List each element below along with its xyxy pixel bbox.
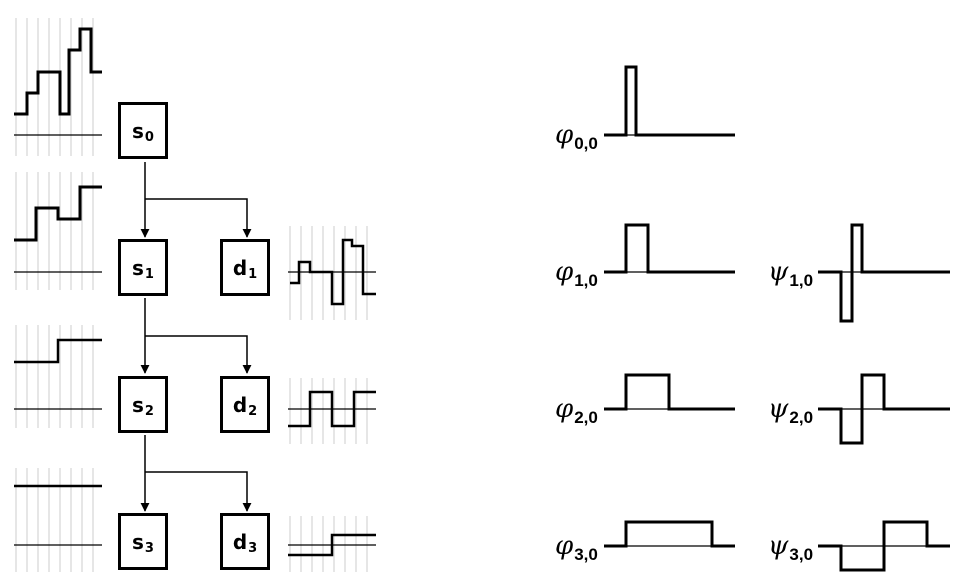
psi-1-0-waveform (818, 223, 950, 323)
label-phi-2-0: φ2,0 (555, 394, 598, 426)
label-psi-3-0-symbol: ψ (768, 531, 789, 561)
psi-3-0-waveform (818, 520, 950, 572)
label-phi-2-0-index: 2,0 (574, 408, 598, 427)
label-psi-2-0-index: 2,0 (789, 408, 814, 427)
label-phi-0-0-symbol: φ (555, 120, 574, 150)
decomposition-arrows (140, 162, 252, 512)
phi-2-0-waveform (604, 373, 735, 411)
box-d2-index: 2 (248, 404, 258, 419)
box-s2-letter: s (132, 392, 144, 417)
label-phi-1-0-symbol: φ (555, 257, 574, 287)
box-s1-index: 1 (144, 267, 154, 282)
label-psi-1-0: ψ1,0 (768, 257, 813, 289)
box-s3-letter: s (132, 529, 144, 554)
detail-plot-d3 (288, 516, 376, 572)
label-psi-2-0: ψ2,0 (768, 394, 813, 426)
box-d1-index: 1 (248, 267, 258, 282)
box-d3-index: 3 (248, 541, 258, 556)
signal-plot-s0 (14, 18, 102, 156)
label-psi-2-0-symbol: ψ (768, 394, 789, 424)
label-phi-3-0-index: 3,0 (574, 545, 598, 564)
detail-plot-d2 (288, 378, 376, 444)
label-phi-0-0: φ0,0 (555, 120, 598, 152)
box-d2-letter: d (232, 392, 248, 417)
signal-plot-s3 (14, 468, 102, 572)
label-phi-0-0-index: 0,0 (574, 134, 598, 153)
label-psi-3-0: ψ3,0 (768, 531, 813, 563)
box-s3-index: 3 (144, 541, 154, 556)
detail-plot-d1 (288, 226, 376, 320)
label-psi-1-0-index: 1,0 (789, 271, 814, 290)
label-phi-1-0: φ1,0 (555, 257, 598, 289)
box-d1-letter: d (232, 255, 248, 280)
phi-1-0-waveform (604, 223, 735, 274)
signal-plot-s1 (14, 172, 102, 290)
label-phi-3-0: φ3,0 (555, 531, 598, 563)
label-phi-2-0-symbol: φ (555, 394, 574, 424)
box-s0-index: 0 (144, 130, 154, 145)
box-s0-letter: s (132, 118, 144, 143)
label-phi-3-0-symbol: φ (555, 531, 574, 561)
label-phi-1-0-index: 1,0 (574, 271, 598, 290)
label-psi-3-0-index: 3,0 (789, 545, 814, 564)
psi-2-0-waveform (818, 373, 950, 445)
box-s2-index: 2 (144, 404, 154, 419)
box-s1-letter: s (132, 255, 144, 280)
signal-plot-s2 (14, 325, 102, 428)
phi-3-0-waveform (604, 520, 735, 548)
phi-0-0-waveform (604, 65, 735, 137)
box-d3-letter: d (232, 529, 248, 554)
label-psi-1-0-symbol: ψ (768, 257, 789, 287)
